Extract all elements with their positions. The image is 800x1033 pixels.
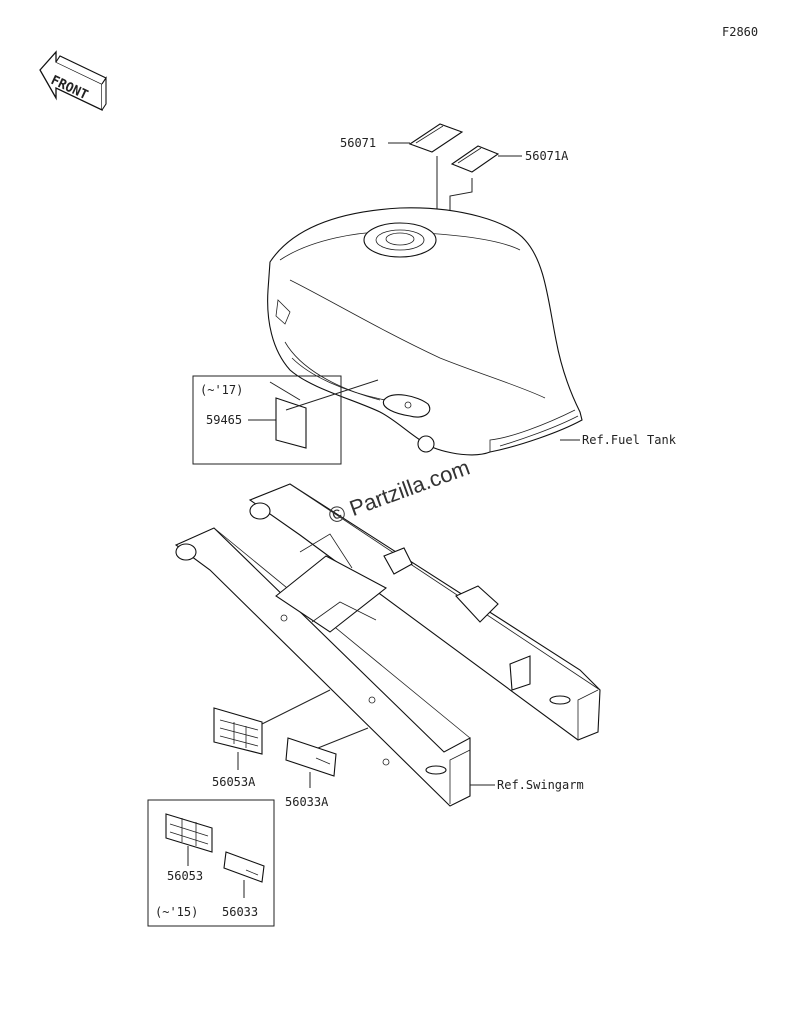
label-59465: 59465 [206, 413, 242, 427]
label-ref-fuel-tank: Ref.Fuel Tank [582, 433, 677, 447]
decal-56053[interactable] [165, 813, 213, 853]
label-56033a: 56033A [285, 795, 329, 809]
label-56071: 56071 [340, 136, 376, 150]
swingarm[interactable] [174, 483, 601, 807]
callout-box-15 [147, 799, 275, 927]
decal-56071a[interactable] [450, 145, 500, 173]
front-arrow-icon: FRONT [39, 50, 107, 112]
label-year-15: (~'15) [155, 905, 198, 919]
label-year-17: (~'17) [200, 383, 243, 397]
label-56053: 56053 [167, 869, 203, 883]
decal-56033a[interactable] [285, 737, 337, 777]
label-56053a: 56053A [212, 775, 256, 789]
decal-59465[interactable] [275, 397, 307, 449]
label-ref-swingarm: Ref.Swingarm [497, 778, 584, 792]
decal-56053a[interactable] [213, 707, 263, 755]
label-56033: 56033 [222, 905, 258, 919]
fuel-tank[interactable] [267, 207, 583, 456]
callout-box-17 [192, 375, 342, 465]
decal-56033[interactable] [223, 851, 265, 883]
watermark: © Partzilla.com [325, 455, 473, 529]
decal-56071[interactable] [408, 123, 464, 153]
label-56071a: 56071A [525, 149, 569, 163]
figure-code: F2860 [722, 25, 758, 39]
